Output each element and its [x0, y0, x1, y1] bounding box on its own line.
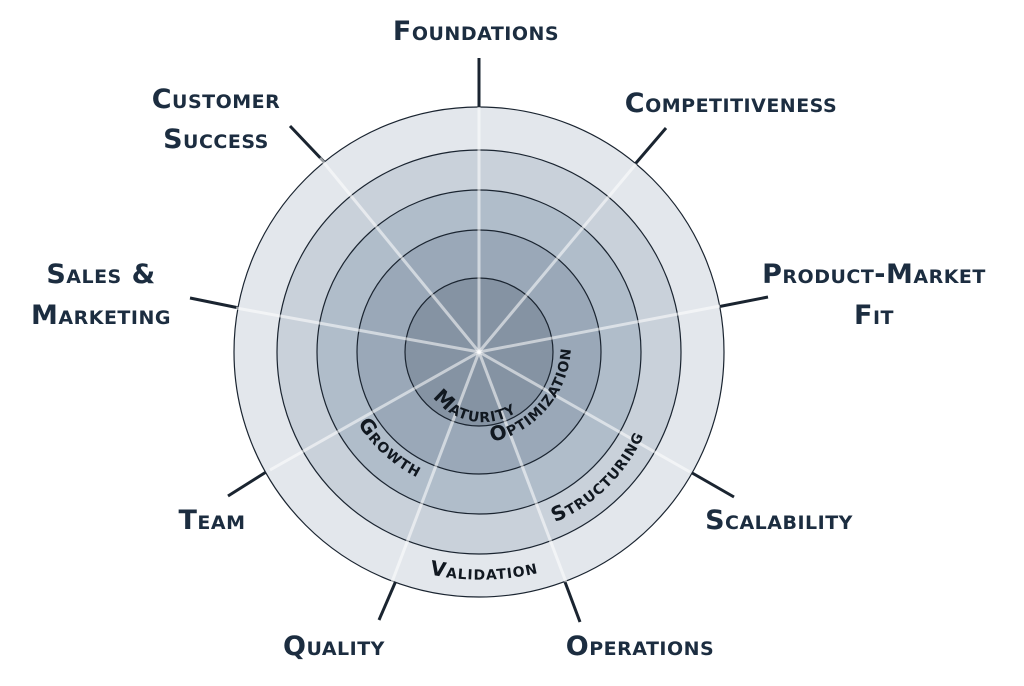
spoke-sales-marketing — [189, 296, 245, 311]
label-sales-marketing-line2: Marketing — [31, 300, 171, 331]
spoke-competitiveness — [628, 127, 668, 171]
dimension-labels: Foundations Competitiveness Product-Mark… — [31, 16, 986, 662]
label-customer-success-line1: Customer — [152, 84, 281, 115]
label-sales-marketing-line1: Sales & — [46, 259, 155, 290]
label-quality: Quality — [283, 631, 385, 662]
label-operations: Operations — [566, 631, 714, 662]
spoke-product-market-fit — [711, 295, 769, 310]
label-team: Team — [178, 505, 245, 536]
label-customer-success-line2: Success — [163, 124, 269, 155]
label-foundations: Foundations — [393, 16, 559, 47]
label-product-market-fit-line1: Product-Market — [762, 259, 986, 290]
label-scalability: Scalability — [705, 505, 853, 536]
label-competitiveness: Competitiveness — [625, 88, 837, 119]
spoke-quality — [377, 575, 400, 621]
label-product-market-fit-line2: Fit — [854, 300, 894, 331]
inner-spokes — [235, 107, 721, 583]
